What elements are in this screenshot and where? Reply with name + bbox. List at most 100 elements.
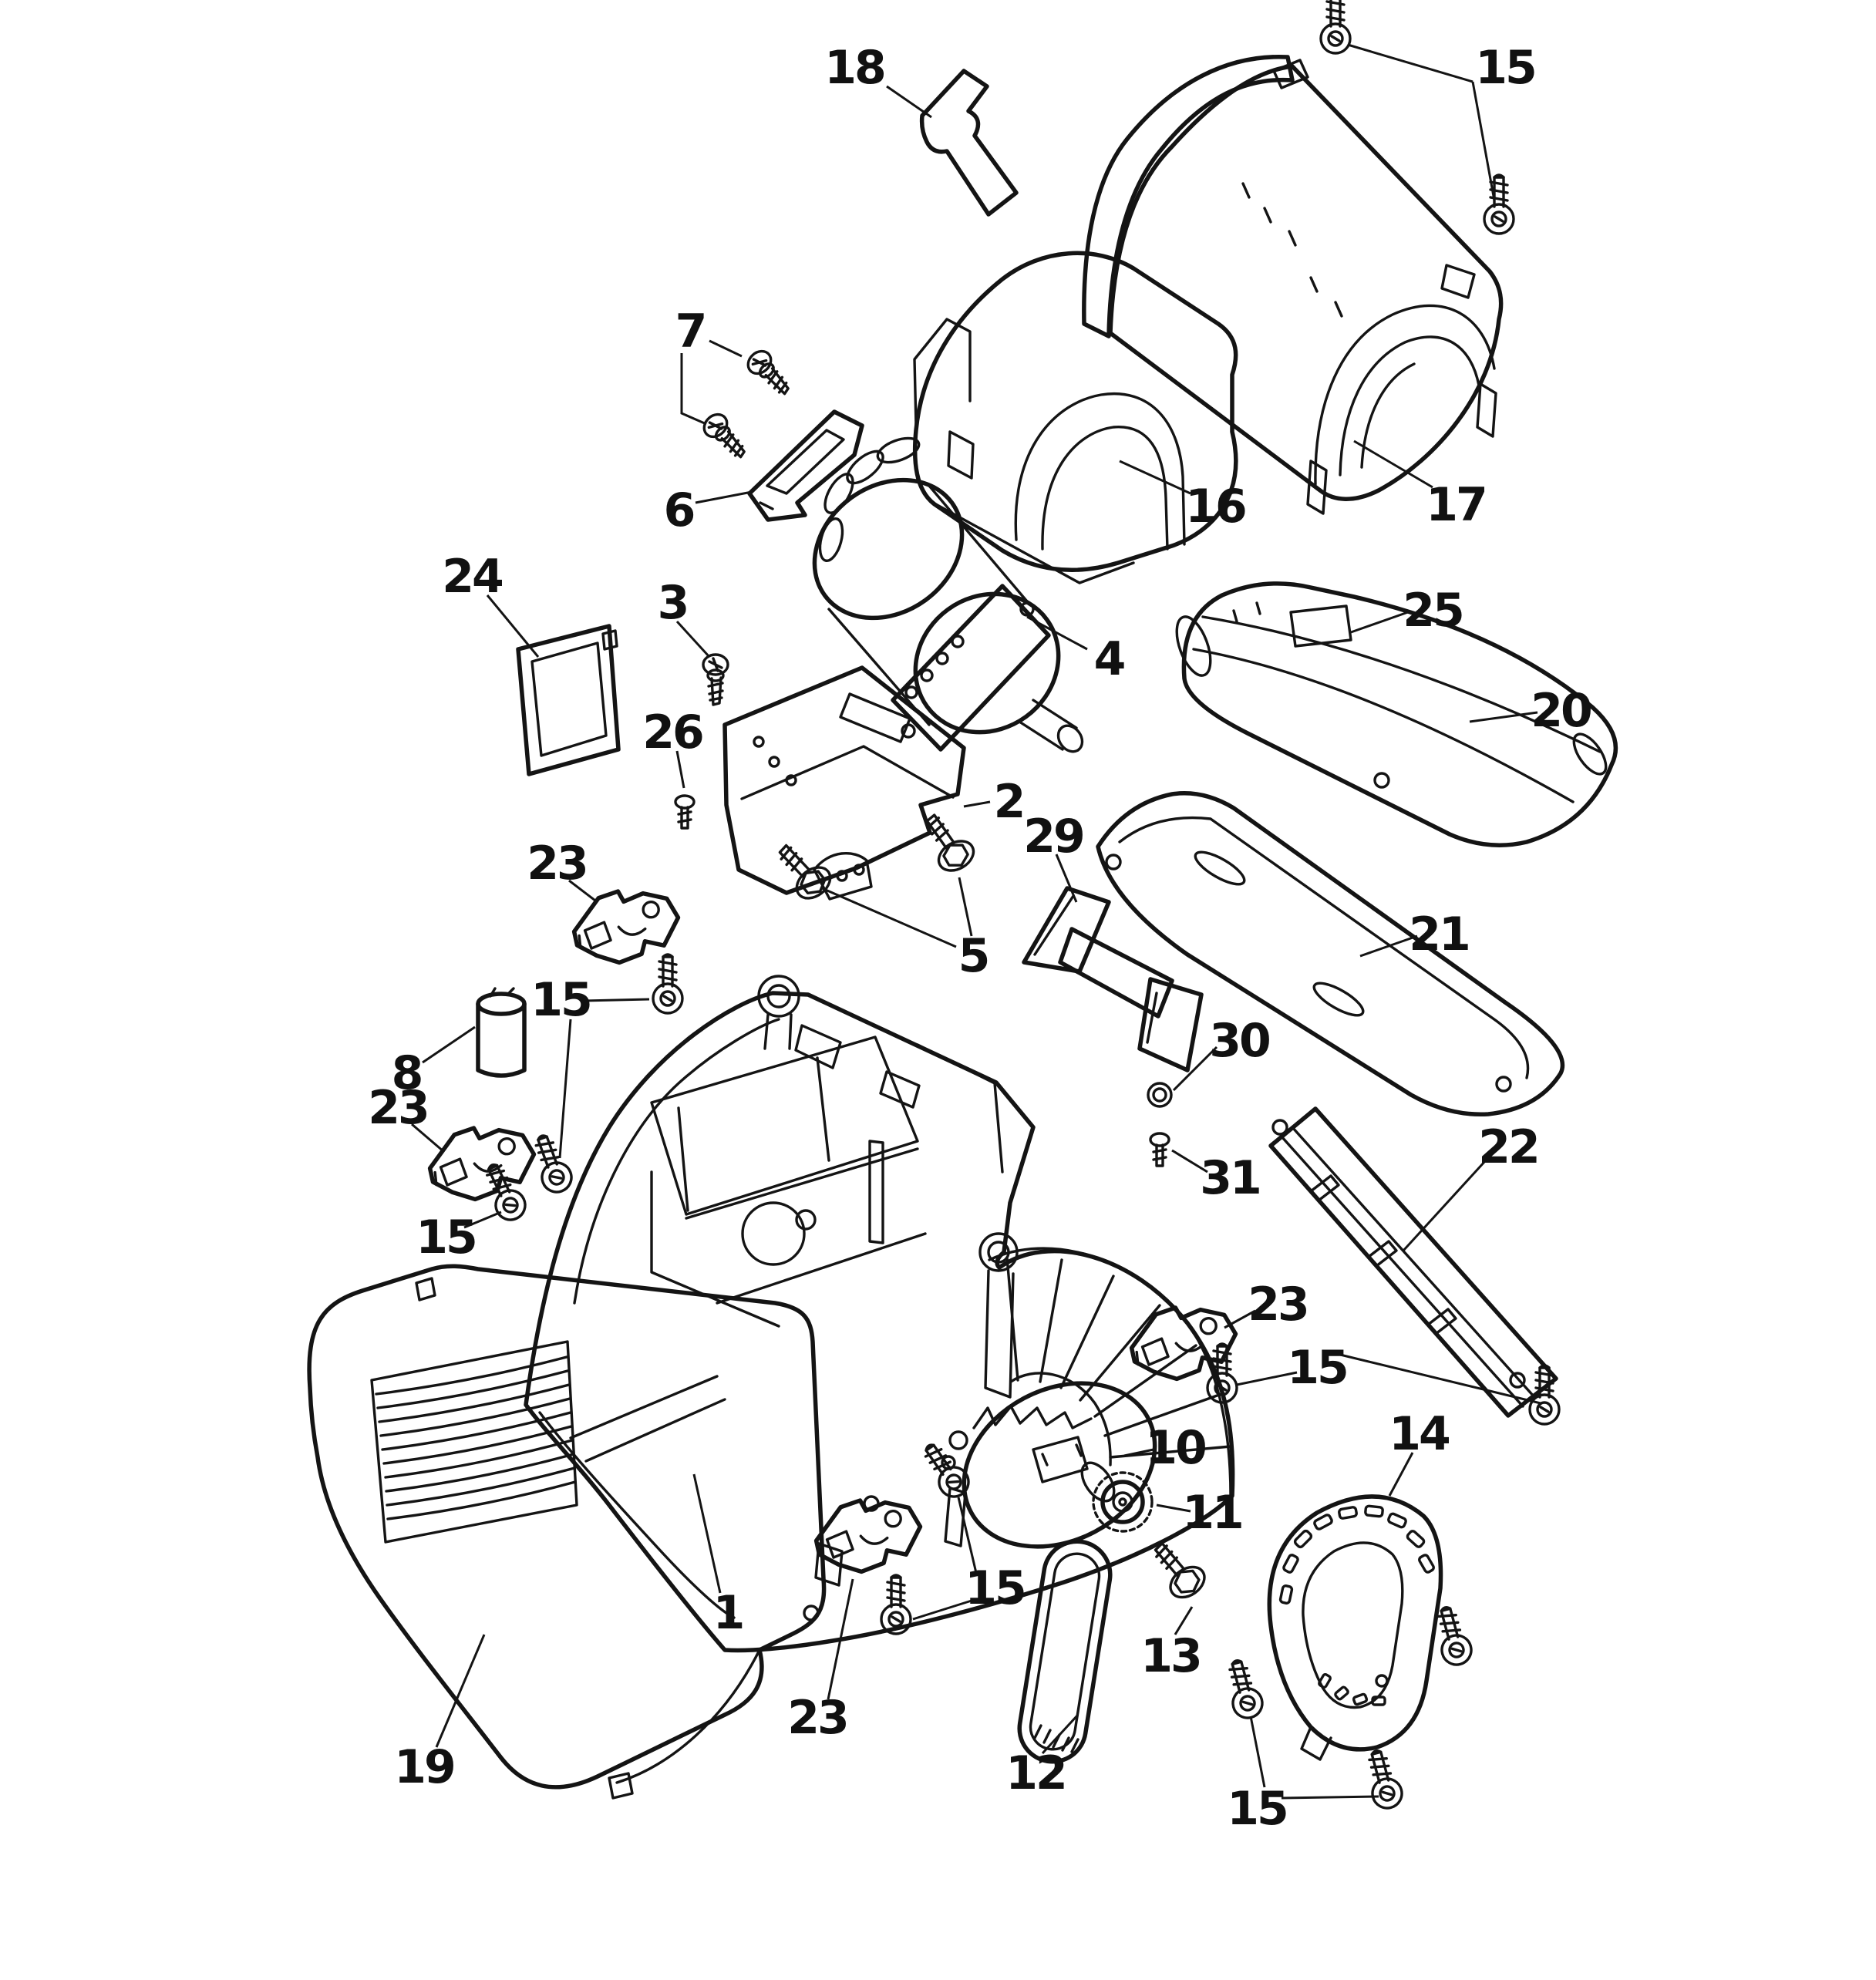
callout-12: 12 xyxy=(1005,1746,1067,1800)
callout-16: 16 xyxy=(1185,480,1247,534)
callout-6: 6 xyxy=(663,483,696,537)
slot-screw xyxy=(698,408,753,466)
callout-4: 4 xyxy=(1093,632,1127,686)
leader-31 xyxy=(1171,1149,1208,1174)
leader-24 xyxy=(486,594,540,658)
leader-15a xyxy=(1347,43,1474,83)
leader-7 xyxy=(680,353,707,426)
part-14-belt-cover xyxy=(1267,1494,1443,1761)
callout-19: 19 xyxy=(394,1740,456,1794)
callout-15d: 15 xyxy=(1287,1341,1349,1395)
callout-24: 24 xyxy=(442,550,504,604)
leader-14 xyxy=(1388,1452,1414,1497)
slot-screw xyxy=(702,653,729,706)
part-6-bracket xyxy=(747,409,864,522)
callout-15c: 15 xyxy=(416,1211,477,1264)
callout-14: 14 xyxy=(1389,1407,1450,1461)
leader-25 xyxy=(1350,611,1409,634)
nut xyxy=(1147,1082,1173,1108)
washer-screw xyxy=(1360,1746,1406,1813)
leader-26 xyxy=(675,750,685,789)
callout-25: 25 xyxy=(1403,584,1464,638)
leader-20 xyxy=(1469,711,1538,723)
callout-15e: 15 xyxy=(965,1561,1026,1615)
leader-15d xyxy=(1336,1352,1541,1405)
callout-20: 20 xyxy=(1531,684,1592,738)
leader-30 xyxy=(1172,1046,1218,1092)
leader-15b xyxy=(581,998,650,1002)
leader-18 xyxy=(886,85,932,119)
leader-5 xyxy=(821,887,957,948)
leader-23b xyxy=(411,1123,445,1153)
part-29-handle xyxy=(1022,886,1204,1072)
motor-clamp xyxy=(1128,1301,1240,1383)
washer-screw xyxy=(1483,173,1515,235)
callout-15f: 15 xyxy=(1227,1782,1288,1836)
leader-5 xyxy=(958,877,973,937)
part-12-belt xyxy=(1017,1539,1113,1764)
leader-15e xyxy=(912,1599,972,1621)
callout-1: 1 xyxy=(712,1586,746,1640)
callout-10: 10 xyxy=(1145,1421,1207,1475)
small-screw xyxy=(674,794,696,830)
leader-19 xyxy=(435,1634,486,1748)
leader-10 xyxy=(1123,1448,1154,1457)
callout-29: 29 xyxy=(1023,810,1085,864)
part-19-grille-cover xyxy=(307,1264,827,1800)
leader-23a xyxy=(568,879,596,902)
hardware-layer xyxy=(426,0,1561,1813)
leader-15c xyxy=(463,1211,502,1229)
callout-8: 8 xyxy=(391,1046,424,1100)
washer-screw xyxy=(526,1130,578,1198)
part-21-deflector-panel xyxy=(1096,791,1565,1117)
callout-23d: 23 xyxy=(787,1691,849,1745)
part-8-capacitor xyxy=(476,987,527,1078)
leader-6 xyxy=(695,490,753,504)
callout-30: 30 xyxy=(1209,1014,1271,1068)
callout-31: 31 xyxy=(1200,1151,1261,1205)
washer-screw xyxy=(1319,0,1352,55)
slot-screw xyxy=(742,345,797,402)
motor-clamp xyxy=(813,1494,925,1576)
callout-23b: 23 xyxy=(368,1081,429,1135)
leader-13 xyxy=(1174,1606,1194,1635)
leader-1 xyxy=(692,1473,722,1594)
part-20-upper-cover xyxy=(1175,581,1618,847)
callout-11: 11 xyxy=(1182,1486,1244,1540)
callout-15b: 15 xyxy=(530,973,592,1027)
callout-23a: 23 xyxy=(527,837,588,891)
leader-12 xyxy=(1041,1713,1079,1755)
leader-4 xyxy=(1026,615,1088,651)
leader-8 xyxy=(422,1025,476,1064)
leader-17 xyxy=(1353,439,1433,489)
leader-15e xyxy=(957,1497,978,1574)
callout-18: 18 xyxy=(824,41,886,95)
leader-16 xyxy=(1119,460,1191,495)
washer-screw xyxy=(652,953,684,1015)
part-4-motor xyxy=(812,436,1084,753)
motor-clamp xyxy=(426,1122,538,1204)
washer-screw xyxy=(1221,1655,1267,1722)
leader-2 xyxy=(963,800,991,808)
callout-2: 2 xyxy=(993,775,1026,829)
leader-21 xyxy=(1359,934,1418,958)
part-10-fan-disc xyxy=(962,1381,1157,1549)
callout-17: 17 xyxy=(1426,478,1487,532)
part-16-motor-cover xyxy=(912,251,1238,584)
part-18-clip xyxy=(919,69,1019,217)
callout-5: 5 xyxy=(958,929,991,983)
callout-15a: 15 xyxy=(1475,41,1537,95)
callout-26: 26 xyxy=(642,705,704,759)
callout-7: 7 xyxy=(675,305,708,359)
leader-22 xyxy=(1402,1160,1487,1252)
small-screw xyxy=(1149,1132,1170,1167)
leader-3 xyxy=(675,620,711,658)
part-24-frame xyxy=(516,624,621,776)
leader-15b xyxy=(558,1019,572,1159)
part-17-rear-hood xyxy=(1082,54,1504,515)
callout-3: 3 xyxy=(657,576,690,630)
leader-11 xyxy=(1156,1504,1191,1513)
leader-15f xyxy=(1249,1716,1266,1788)
leader-15f xyxy=(1281,1795,1379,1800)
